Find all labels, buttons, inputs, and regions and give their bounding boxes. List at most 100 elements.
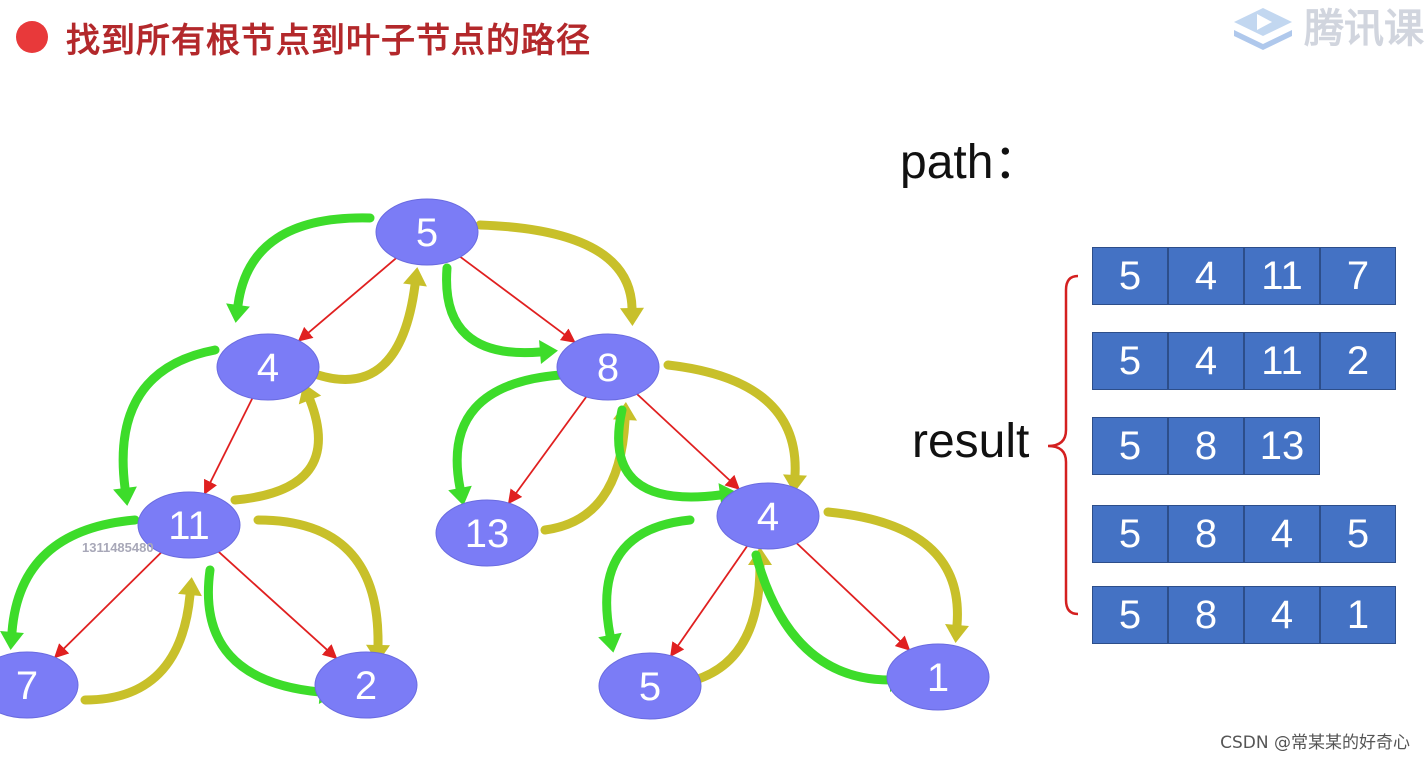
path-label: path： <box>900 136 1042 189</box>
node-shape <box>314 651 418 719</box>
play-logo-icon <box>1234 8 1292 50</box>
result-cell: 8 <box>1168 586 1244 644</box>
tree-edge <box>459 256 576 343</box>
descend-arrow <box>118 345 220 493</box>
return-arrow <box>230 395 323 505</box>
descend-arrow <box>751 550 895 685</box>
result-cell: 8 <box>1168 505 1244 563</box>
tree-node: 4 <box>216 333 320 401</box>
node-label: 13 <box>465 512 510 556</box>
tree-node: 8 <box>556 333 660 401</box>
result-cell: 11 <box>1244 332 1320 390</box>
result-cell: 5 <box>1092 417 1168 475</box>
result-cell: 13 <box>1244 417 1320 475</box>
footer-credit: CSDN @常某某的好奇心 <box>1220 733 1410 753</box>
result-brace <box>1047 274 1079 616</box>
tree-node: 2 <box>314 651 418 719</box>
tree-edge <box>53 551 162 659</box>
slide-title: 找到所有根节点到叶子节点的路径 <box>66 20 591 61</box>
node-label: 2 <box>355 664 377 708</box>
tree-node: 4 <box>716 482 820 550</box>
return-arrow-head <box>403 267 427 287</box>
descend-arrow <box>233 213 375 310</box>
node-label: 1 <box>927 656 949 700</box>
return-arrow-head <box>620 307 644 326</box>
tree-node: 5 <box>375 198 479 266</box>
tree-edges <box>53 256 911 660</box>
node-shape <box>216 333 320 401</box>
descend-arrow <box>442 263 545 358</box>
tree-node: 1 <box>886 643 990 711</box>
descend-arrow <box>7 515 140 637</box>
bullet-dot-icon <box>16 21 48 53</box>
node-label: 4 <box>757 495 779 539</box>
watermark-id: 1311485480 <box>82 540 154 555</box>
node-label: 7 <box>16 664 38 708</box>
tree-edge <box>218 551 338 660</box>
result-cell: 5 <box>1092 586 1168 644</box>
node-label: 5 <box>639 665 661 709</box>
result-cell: 11 <box>1244 247 1320 305</box>
node-shape <box>886 643 990 711</box>
descend-arrow-head <box>598 632 622 653</box>
descend-arrow-head <box>226 303 250 323</box>
result-cell: 4 <box>1244 505 1320 563</box>
return-arrow <box>80 590 195 705</box>
return-arrow <box>475 220 637 313</box>
node-shape <box>0 651 79 719</box>
tree-edge <box>203 397 254 495</box>
result-cell: 5 <box>1092 247 1168 305</box>
result-cell: 5 <box>1320 505 1396 563</box>
descend-arrow <box>203 565 325 697</box>
tree-edge <box>670 545 748 658</box>
descend-arrow-head <box>539 340 558 364</box>
tree-edge <box>636 393 740 490</box>
result-cell: 4 <box>1168 247 1244 305</box>
tree-edge <box>297 257 397 342</box>
descend-arrow <box>602 515 695 640</box>
tree-node: 7 <box>0 651 79 719</box>
return-arrow-head <box>178 577 202 597</box>
traversal-arrows <box>0 213 969 705</box>
return-arrow <box>253 515 383 650</box>
node-label: 8 <box>597 346 619 390</box>
return-arrow-head <box>945 624 969 643</box>
return-arrow <box>690 560 765 685</box>
node-shape <box>375 198 479 266</box>
node-shape <box>556 333 660 401</box>
descend-arrow <box>614 405 725 502</box>
result-cell: 1 <box>1320 586 1396 644</box>
result-cell: 5 <box>1092 505 1168 563</box>
node-shape <box>137 491 241 559</box>
tree-node: 13 <box>435 499 539 567</box>
tree-node: 11 <box>137 491 241 559</box>
tencent-classroom-logo: 腾讯课 <box>1228 0 1424 52</box>
descend-arrow-head <box>0 631 24 650</box>
title-row: 找到所有根节点到叶子节点的路径 <box>16 12 591 62</box>
node-label: 11 <box>168 504 210 548</box>
result-label: result <box>912 415 1030 468</box>
node-shape <box>435 499 539 567</box>
node-label: 5 <box>416 211 438 255</box>
node-shape <box>598 652 702 720</box>
result-cell: 5 <box>1092 332 1168 390</box>
result-cell: 8 <box>1168 417 1244 475</box>
node-shape <box>716 482 820 550</box>
tree-node: 5 <box>598 652 702 720</box>
result-cell: 2 <box>1320 332 1396 390</box>
descend-arrow <box>452 370 565 493</box>
node-label: 4 <box>257 346 279 390</box>
tree-edge <box>507 396 587 505</box>
result-cell: 7 <box>1320 247 1396 305</box>
return-arrow <box>313 280 420 384</box>
result-cell: 4 <box>1168 332 1244 390</box>
result-cell: 4 <box>1244 586 1320 644</box>
return-arrow-head <box>783 474 807 493</box>
descend-arrow-head <box>113 486 137 506</box>
